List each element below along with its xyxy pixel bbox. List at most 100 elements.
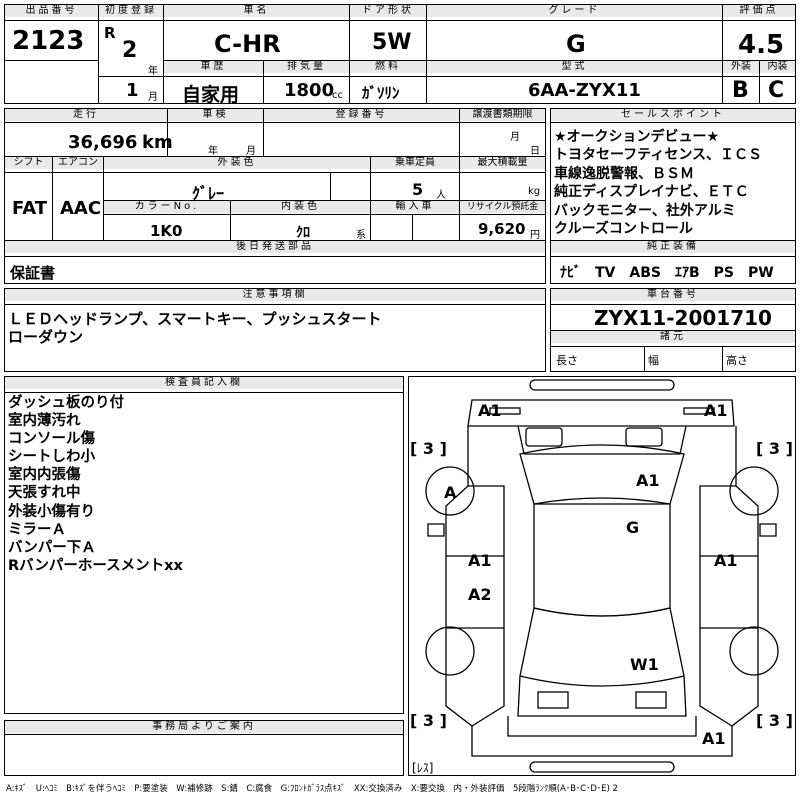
car-name-label: 車名	[164, 5, 349, 17]
header-block	[4, 4, 796, 104]
grille-right	[625, 427, 663, 447]
left-side-panel	[468, 485, 505, 727]
wheel-front-right	[729, 466, 779, 516]
ext-color: ｸﾞﾚｰ	[192, 184, 225, 203]
damage-diagram	[408, 376, 796, 776]
sales-block	[550, 108, 796, 284]
rear-glass-shape	[519, 607, 685, 687]
grade: G	[566, 30, 586, 58]
equip-label: 純正装備	[551, 241, 795, 253]
inspector-line: ダッシュ板のり付	[8, 395, 124, 411]
sales-point: 純正ディスプレイナビ、ＥＴＣ	[554, 184, 749, 201]
kg-unit: kg	[528, 186, 541, 197]
inspection-label: 車検	[168, 109, 263, 121]
width-label: 幅	[648, 354, 659, 367]
int-unit: 系	[356, 230, 366, 241]
transfer-label: 譲渡書類期限	[460, 109, 545, 121]
lot-number: 2123	[12, 26, 85, 56]
reg-month: 1	[126, 80, 139, 101]
sales-point: クルーズコントロール	[554, 221, 693, 238]
windshield-shape	[519, 444, 685, 505]
roof-shape	[533, 503, 671, 617]
wheel-fl-damage: A	[444, 483, 457, 502]
door-type: 5W	[372, 30, 412, 55]
displacement: 1800	[284, 80, 335, 101]
inspector-line: バンパー下Ａ	[8, 539, 96, 556]
windshield-damage: A1	[636, 471, 660, 490]
yen-unit: 円	[530, 230, 540, 241]
wheel-rear-left	[425, 626, 475, 676]
insp-month-unit: 月	[246, 146, 256, 157]
tire-rr: [ 3 ]	[756, 711, 793, 730]
first-reg-label: 初度登録	[99, 5, 163, 17]
sales-point: トヨタセーフティセンス、ＩＣＳ	[554, 147, 763, 164]
mirror-left	[427, 523, 445, 537]
spare-tire: [ﾚｽ]	[412, 761, 433, 775]
month-unit: 月	[148, 92, 158, 103]
door-label: ドア形状	[350, 5, 426, 17]
note-line: ローダウン	[8, 328, 84, 346]
inspector-line: シートしわ小	[8, 449, 95, 466]
lot-label: 出品番号	[5, 5, 98, 17]
left-front-door-damage: A1	[468, 551, 492, 570]
capacity-label: 乗車定員	[371, 157, 459, 169]
inspector-label: 検査員記入欄	[5, 377, 403, 389]
note-line: ＬＥＤヘッドランプ、スマートキー、プッシュスタート	[8, 310, 382, 328]
chassis-label: 車台番号	[551, 289, 795, 301]
tire-rl-value: 3	[423, 711, 434, 730]
capacity: 5	[412, 180, 424, 199]
inspector-block	[4, 376, 404, 714]
inspector-line: 室内内張傷	[8, 467, 81, 484]
model: 6AA-ZYX11	[528, 80, 641, 101]
ac-label: エアコン	[53, 157, 103, 169]
history: 自家用	[182, 84, 240, 106]
reg-year: 2	[122, 38, 138, 63]
legend: A:ｷｽﾞ U:ﾍｺﾐ B:ｷｽﾞを伴うﾍｺﾐ P:要塗装 W:補修跡 S:錆 …	[6, 784, 618, 794]
load-label: 最大積載量	[460, 157, 545, 169]
grade-label: グレード	[427, 5, 722, 17]
sales-point: バックモニター、社外アルミ	[554, 202, 736, 219]
import-label: 輸入車	[371, 201, 459, 213]
sales-label: セールスポイント	[551, 109, 795, 121]
rear-bumper-lip	[529, 761, 675, 773]
equipment: ﾅﾋﾞ TV ABS ｴｱB PS PW	[560, 265, 774, 281]
later-label: 後日発送部品	[5, 241, 545, 253]
interior-label: 内装	[760, 61, 795, 73]
front-right-damage: A1	[704, 401, 728, 420]
wheel-rear-right	[729, 626, 779, 676]
mirror-right	[759, 523, 777, 537]
later-item: 保証書	[10, 264, 56, 282]
mileage: 36,696	[68, 132, 138, 153]
shift: FAT	[12, 198, 48, 219]
right-front-door-damage: A1	[714, 551, 738, 570]
headlamp-right	[683, 407, 715, 415]
sales-point: 車線逸脱警報、ＢＳＭ	[554, 165, 694, 182]
tire-fr-value: 3	[769, 439, 780, 458]
height-label: 高さ	[726, 354, 748, 367]
era: R	[104, 24, 116, 42]
tire-rr-value: 3	[769, 711, 780, 730]
front-left-damage: A1	[478, 401, 502, 420]
ac: AAC	[60, 198, 102, 219]
model-label: 型式	[427, 61, 722, 73]
interior-grade: C	[768, 78, 785, 103]
transfer-day-unit: 日	[530, 146, 540, 157]
wheel-front-left	[425, 466, 475, 516]
hood-shape	[517, 425, 687, 455]
tire-fl: [ 3 ]	[410, 439, 447, 458]
inspector-notes: ダッシュ板のり付室内薄汚れコンソール傷シートしわ小室内内張傷天張すれ中外装小傷有…	[8, 394, 183, 575]
inspector-line: 天張すれ中	[8, 485, 81, 502]
int-color: ｸﾛ	[296, 225, 310, 241]
year-unit: 年	[148, 66, 158, 77]
body-outline	[445, 426, 759, 757]
displacement-label: 排気量	[264, 61, 349, 73]
tire-fl-value: 3	[423, 439, 434, 458]
rear-glass-damage: W1	[630, 655, 659, 674]
headlamp-left	[489, 407, 521, 415]
notes-text: ＬＥＤヘッドランプ、スマートキー、プッシュスタートローダウン	[8, 310, 382, 346]
color-no-label: カラーNo.	[104, 201, 230, 213]
tire-fr: [ 3 ]	[756, 439, 793, 458]
score-label: 評価点	[723, 5, 795, 17]
shift-label: シフト	[5, 157, 52, 169]
